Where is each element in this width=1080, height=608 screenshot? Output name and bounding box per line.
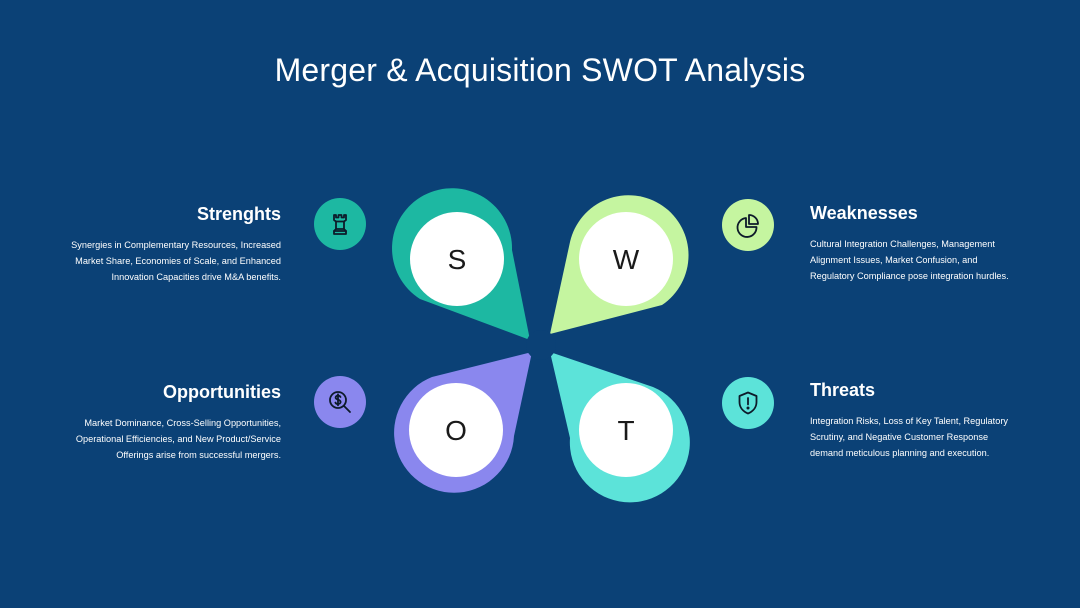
petal-opportunities[interactable]: O (394, 352, 532, 493)
dollar-search-icon (314, 376, 366, 428)
petal-letter-w: W (613, 244, 640, 275)
opportunities-block: Opportunities Market Dominance, Cross-Se… (60, 382, 281, 463)
weaknesses-block: Weaknesses Cultural Integration Challeng… (810, 203, 1022, 284)
strengths-heading: Strenghts (196, 204, 281, 224)
weaknesses-text: Cultural Integration Challenges, Managem… (810, 239, 1009, 281)
petal-strengths[interactable]: S (392, 188, 530, 340)
center-hub (526, 330, 556, 360)
threats-heading: Threats (810, 380, 876, 400)
petal-letter-s: S (448, 244, 467, 275)
threats-text: Integration Risks, Loss of Key Talent, R… (810, 416, 1008, 458)
opportunities-heading: Opportunities (163, 382, 281, 402)
strengths-block: Strenghts Synergies in Complementary Res… (60, 204, 281, 285)
threats-block: Threats Integration Risks, Loss of Key T… (810, 380, 1022, 461)
petal-letter-t: T (617, 415, 634, 446)
page-title: Merger & Acquisition SWOT Analysis (274, 52, 806, 88)
strengths-text: Synergies in Complementary Resources, In… (71, 240, 281, 282)
petal-letter-o: O (445, 415, 467, 446)
chess-rook-icon (314, 198, 366, 250)
pie-chart-icon (722, 199, 774, 251)
petal-threats[interactable]: T (550, 352, 690, 503)
petal-weaknesses[interactable]: W (550, 195, 689, 334)
weaknesses-heading: Weaknesses (810, 203, 918, 223)
shield-alert-icon (722, 377, 774, 429)
opportunities-text: Market Dominance, Cross-Selling Opportun… (75, 418, 281, 460)
